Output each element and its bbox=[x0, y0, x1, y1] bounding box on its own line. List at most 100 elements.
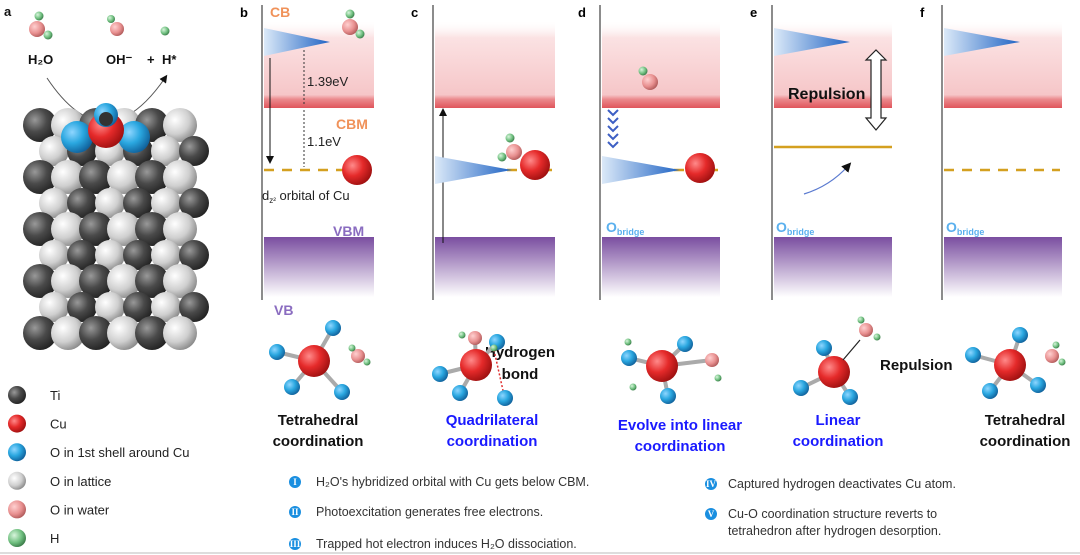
lattice-atom-icon bbox=[8, 386, 26, 404]
step-badge: IV bbox=[706, 479, 717, 489]
oxygen-atom-icon bbox=[793, 380, 809, 396]
band-diagram-d: d bbox=[578, 5, 720, 300]
oxygen-atom-icon bbox=[816, 340, 832, 356]
product-h-label: H* bbox=[162, 52, 177, 67]
hybrid-orbital-wedge-icon bbox=[602, 156, 680, 184]
band-diagram-b: b bbox=[240, 5, 374, 300]
lattice-atom-icon bbox=[39, 240, 69, 270]
water-oxygen-icon bbox=[1045, 349, 1059, 363]
oxygen-atom-icon bbox=[61, 121, 93, 153]
repulsion-label-structure: Repulsion bbox=[880, 357, 953, 374]
lattice-atom-icon bbox=[95, 188, 125, 218]
water-oxygen-icon bbox=[342, 19, 358, 35]
lattice-atom-icon bbox=[135, 264, 169, 298]
panel-f-details: Obridge bbox=[946, 219, 984, 237]
hybrid-orbital-wedge-icon bbox=[435, 156, 512, 184]
hydrogen-atom-icon bbox=[355, 29, 365, 39]
lattice-atom-icon bbox=[51, 212, 85, 246]
caption-line: Tetrahedral bbox=[278, 412, 359, 429]
lattice-atom-icon bbox=[123, 292, 153, 322]
cu-atom-icon bbox=[298, 345, 330, 377]
o-bridge-label-d: Obridge bbox=[606, 219, 644, 237]
caption-line: Tetrahedral bbox=[985, 412, 1066, 429]
orbital-subscript: z² bbox=[269, 196, 276, 205]
quadrilateral-structure-c bbox=[432, 331, 505, 401]
vbm-label: VBM bbox=[333, 223, 364, 239]
lattice-atom-icon bbox=[79, 212, 113, 246]
o-bridge-label-e: Obridge bbox=[776, 219, 814, 237]
hydrogen-bond-line-2: bond bbox=[502, 366, 539, 383]
electron-transfer-arrow bbox=[803, 162, 852, 195]
panel-d-details: Obridge bbox=[606, 109, 644, 237]
oxygen-atom-icon bbox=[677, 336, 693, 352]
electron-icon bbox=[99, 112, 113, 126]
o-bridge-label-f: Obridge bbox=[946, 219, 984, 237]
lattice-atom-icon bbox=[107, 264, 141, 298]
caption-line: coordination bbox=[793, 433, 884, 450]
oxygen-atom-icon bbox=[452, 385, 468, 401]
band-diagram-e: e bbox=[750, 5, 892, 300]
legend-item-o-in-lattice: O in lattice bbox=[8, 471, 111, 490]
caption-line: coordination bbox=[273, 433, 364, 450]
caption-line: coordination bbox=[447, 433, 538, 450]
oxygen-atom-icon bbox=[432, 366, 448, 382]
lattice-atom-icon bbox=[39, 136, 69, 166]
caption-line: Quadrilateral bbox=[446, 412, 539, 429]
lattice-atom-icon bbox=[23, 264, 57, 298]
product-oh-label: OH⁻ bbox=[106, 52, 133, 67]
hydrogen-atom-icon bbox=[873, 333, 881, 341]
o-bridge-sub: bridge bbox=[617, 227, 645, 237]
legend-label: O in 1st shell around Cu bbox=[50, 445, 189, 460]
oxygen-atom-icon bbox=[1030, 377, 1046, 393]
cbm-label: CBM bbox=[336, 116, 368, 132]
hydrogen-atom-icon bbox=[345, 9, 355, 19]
conduction-band bbox=[435, 20, 555, 108]
legend-item-h: H bbox=[8, 529, 59, 547]
valence-band bbox=[774, 237, 892, 297]
cb-label: CB bbox=[270, 4, 290, 20]
plus-sign: + bbox=[147, 52, 155, 67]
hot-electron-cascade-icon bbox=[607, 109, 619, 149]
legend-label: Ti bbox=[50, 388, 60, 403]
lattice-atom-icon bbox=[151, 240, 181, 270]
orbital-wedge-icon bbox=[944, 28, 1020, 56]
hydrogen-atom-icon bbox=[1058, 358, 1066, 366]
oxygen-atom-icon bbox=[965, 347, 981, 363]
orbital-label: dz² orbital of Cu bbox=[262, 188, 350, 205]
panel-label-d: d bbox=[578, 5, 586, 20]
hydrogen-atom-icon bbox=[624, 338, 632, 346]
lattice-atom-icon bbox=[123, 240, 153, 270]
caption-line: coordination bbox=[635, 438, 726, 455]
oxygen-atom-icon bbox=[118, 121, 150, 153]
hydrogen-icon bbox=[160, 26, 170, 36]
water-oxygen-icon bbox=[506, 144, 522, 160]
orbital-wedge-icon bbox=[774, 28, 850, 56]
reactant-label: H₂O bbox=[28, 52, 53, 67]
lattice-atom-icon bbox=[23, 160, 57, 194]
hydrogen-atom-icon bbox=[629, 383, 637, 391]
repulsion-double-arrow-icon bbox=[842, 339, 861, 361]
lattice-atom-icon bbox=[163, 212, 197, 246]
water-oxygen-icon bbox=[642, 74, 658, 90]
cu-atom-icon bbox=[342, 155, 372, 185]
o-bridge-o: O bbox=[776, 219, 787, 235]
lattice-atom-icon bbox=[151, 188, 181, 218]
lattice-atom-icon bbox=[39, 188, 69, 218]
oxygen-atom-icon bbox=[269, 344, 285, 360]
panel-label-e: e bbox=[750, 5, 757, 20]
legend-label: Cu bbox=[50, 417, 67, 432]
panel-label-b: b bbox=[240, 5, 248, 20]
valence-band bbox=[602, 237, 720, 297]
oxygen-atom-icon bbox=[334, 384, 350, 400]
water-molecule-icon bbox=[29, 11, 53, 40]
lattice-atom-icon bbox=[179, 292, 209, 322]
